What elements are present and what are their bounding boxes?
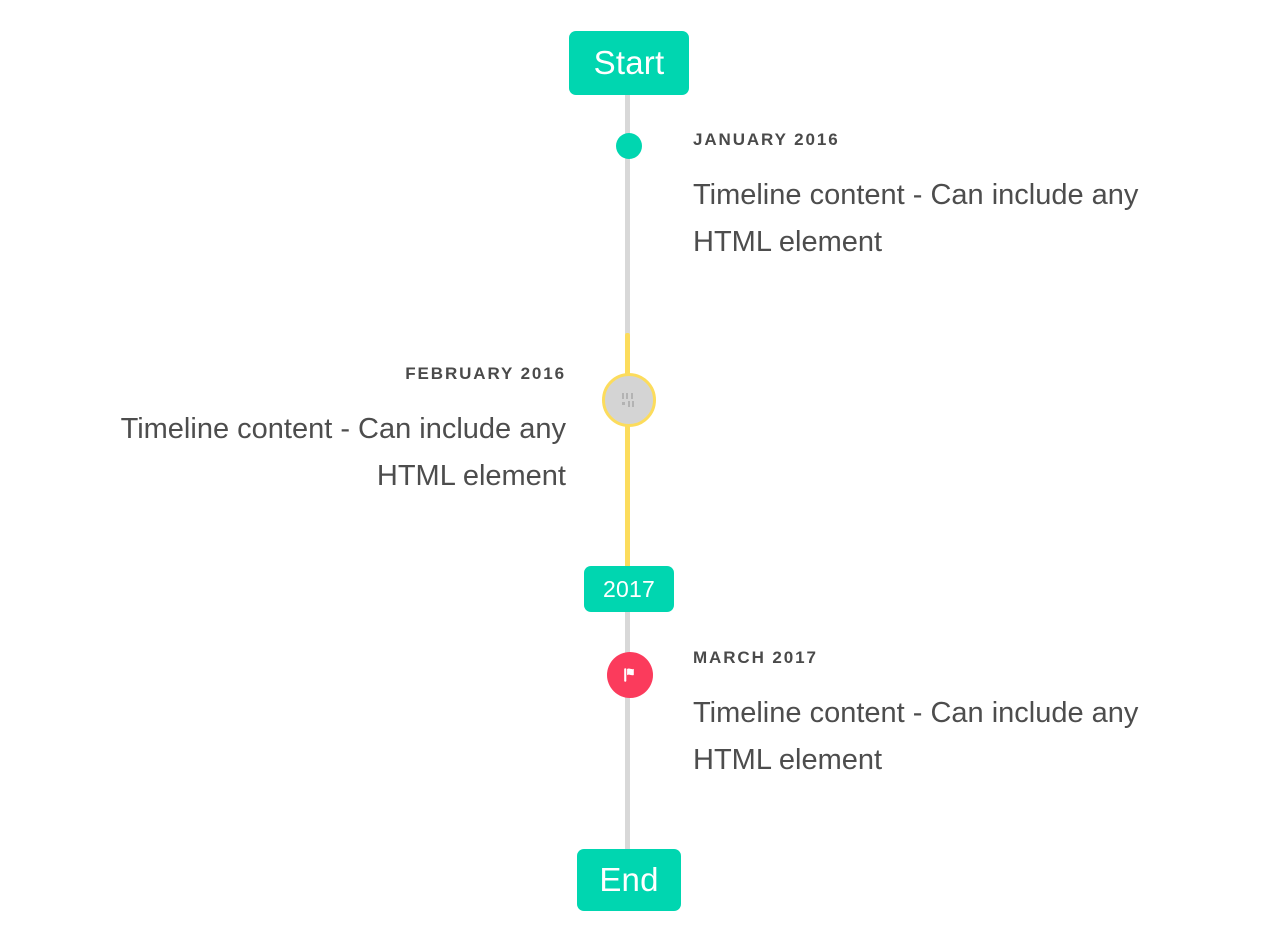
timeline-line-segment-gray-top [625,90,630,335]
timeline-entry-body: Timeline content - Can include any HTML … [120,412,566,492]
timeline-entry-date: JANUARY 2016 [693,130,840,149]
timeline-line-segment-gray-bottom [625,608,630,858]
broken-image-icon [621,393,637,407]
timeline-entry-february-2016: FEBRUARY 2016 Timeline content - Can inc… [38,364,566,500]
timeline-year-divider-badge[interactable]: 2017 [584,566,674,612]
timeline-end-label: End [599,861,659,898]
timeline-entry-january-2016: JANUARY 2016 Timeline content - Can incl… [693,130,1223,266]
timeline-entry-date: MARCH 2017 [693,648,818,667]
timeline-entry-body: Timeline content - Can include any HTML … [693,696,1139,776]
timeline-line-segment-yellow [625,333,630,572]
timeline-marker-broken-image[interactable] [602,373,656,427]
timeline-marker-flag[interactable] [607,652,653,698]
timeline-start-badge[interactable]: Start [569,31,689,95]
timeline-marker-dot[interactable] [616,133,642,159]
timeline-year-divider-label: 2017 [603,575,655,602]
timeline-entry-date: FEBRUARY 2016 [405,364,566,383]
timeline-start-label: Start [593,44,665,81]
timeline-end-badge[interactable]: End [577,849,681,911]
flag-icon [624,668,634,682]
timeline-entry-body: Timeline content - Can include any HTML … [693,178,1139,258]
timeline-entry-march-2017: MARCH 2017 Timeline content - Can includ… [693,648,1223,784]
